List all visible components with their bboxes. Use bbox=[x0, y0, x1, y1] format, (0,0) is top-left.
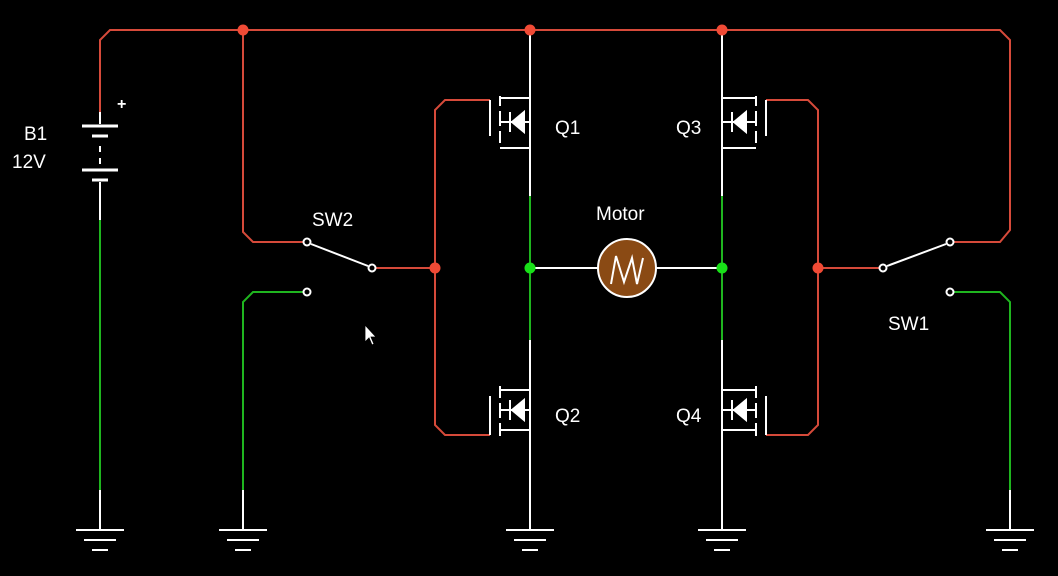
ground-symbols bbox=[76, 529, 1034, 551]
left-gate-bus bbox=[434, 99, 490, 436]
switch-sw2[interactable] bbox=[302, 237, 377, 297]
motor-winding-icon bbox=[610, 254, 644, 286]
sw1-label: SW1 bbox=[888, 314, 929, 335]
sw1-ground-wire bbox=[950, 291, 1011, 490]
low-voltage-wires bbox=[99, 196, 1011, 490]
right-gate-bus bbox=[766, 99, 819, 436]
sw2-ground-wire bbox=[242, 291, 307, 490]
switch-sw1[interactable] bbox=[878, 237, 955, 297]
sw2-supply-wire bbox=[242, 30, 307, 243]
q3-label: Q3 bbox=[676, 118, 701, 139]
sw2-label: SW2 bbox=[312, 210, 353, 231]
battery-plus-sign: + bbox=[117, 96, 126, 113]
q1-label: Q1 bbox=[555, 118, 580, 139]
mosfet-q2[interactable] bbox=[489, 385, 531, 488]
rail-node-q3 bbox=[716, 24, 728, 36]
mosfet-q3[interactable] bbox=[721, 82, 767, 150]
ground-icon-battery bbox=[76, 529, 124, 551]
motor[interactable] bbox=[597, 238, 657, 298]
right-motor-node bbox=[716, 262, 728, 274]
rail-node-q1 bbox=[524, 24, 536, 36]
battery-b1[interactable] bbox=[82, 112, 118, 220]
right-gate-node bbox=[812, 262, 824, 274]
high-voltage-wires bbox=[99, 29, 1011, 436]
q2-label: Q2 bbox=[555, 406, 580, 427]
mosfet-q1[interactable] bbox=[489, 82, 531, 150]
ground-icon-q2 bbox=[506, 529, 554, 551]
battery-value-label: 12V bbox=[12, 152, 46, 173]
component-leads bbox=[99, 30, 1011, 530]
mosfet-q4[interactable] bbox=[721, 385, 767, 488]
q4-label: Q4 bbox=[676, 406, 702, 427]
ground-icon-q4 bbox=[698, 529, 746, 551]
left-motor-node bbox=[524, 262, 536, 274]
battery-name-label: B1 bbox=[24, 124, 47, 145]
left-gate-node bbox=[429, 262, 441, 274]
motor-label: Motor bbox=[596, 204, 645, 225]
mouse-cursor-icon bbox=[364, 323, 377, 346]
rail-node-sw2 bbox=[237, 24, 249, 36]
ground-icon-sw2 bbox=[219, 529, 267, 551]
junction-nodes bbox=[237, 24, 824, 274]
top-rail-wire bbox=[99, 29, 1011, 243]
ground-icon-sw1 bbox=[986, 529, 1034, 551]
